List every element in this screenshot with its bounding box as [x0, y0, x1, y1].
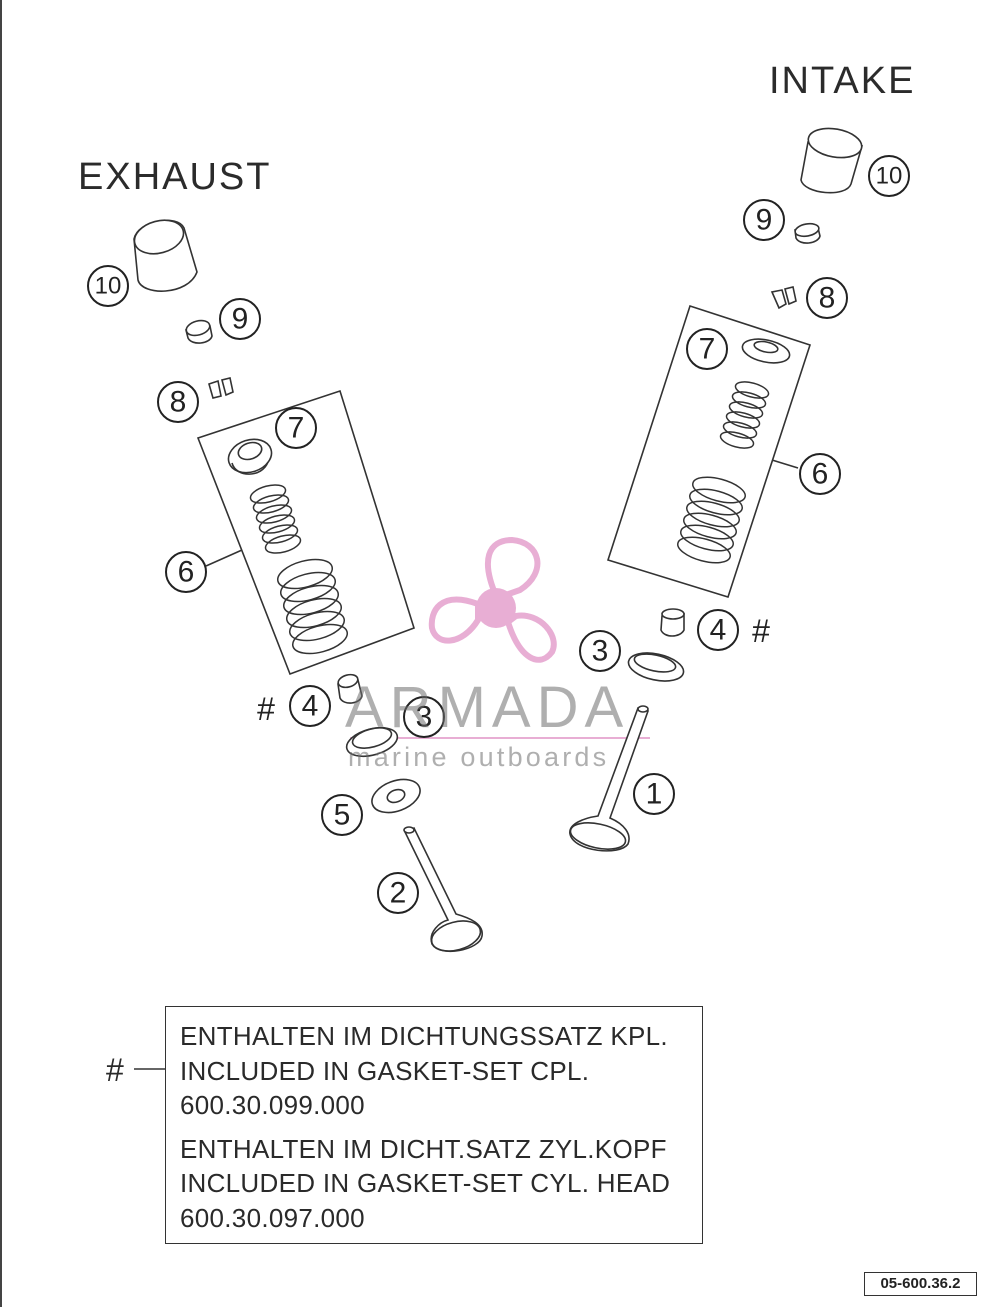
exhaust-valve-stem-seal — [337, 673, 363, 704]
propeller-logo-icon — [350, 536, 650, 739]
intake-valve — [569, 705, 650, 852]
exhaust-outer-valve-spring — [276, 558, 349, 655]
exhaust-callout-10: 10 — [87, 265, 129, 307]
exhaust-hash-mark: # — [257, 691, 275, 727]
svg-text:9: 9 — [756, 204, 773, 237]
exhaust-valve-washer — [371, 778, 421, 814]
exhaust-callout-6: 6 — [165, 549, 243, 593]
intake-callout-4: 4 — [697, 609, 739, 651]
svg-text:9: 9 — [232, 303, 249, 336]
intake-callout-6: 6 — [771, 453, 841, 495]
intake-valve-shim — [794, 222, 821, 244]
note-line-5: INCLUDED IN GASKET-SET CYL. HEAD — [180, 1168, 671, 1198]
watermark-tagline: marine outboards — [348, 742, 610, 772]
intake-callout-8: 8 — [806, 277, 848, 319]
intake-callout-3: 3 — [579, 630, 621, 672]
note-line-2: INCLUDED IN GASKET-SET CPL. — [180, 1055, 590, 1086]
exhaust-spring-seat — [345, 726, 399, 758]
exhaust-callout-7: 7 — [275, 407, 317, 449]
svg-text:10: 10 — [876, 163, 903, 190]
intake-hash-mark: # — [752, 613, 770, 649]
intake-outer-valve-spring — [677, 476, 746, 564]
intake-callout-9: 9 — [743, 199, 785, 241]
exhaust-callout-5: 5 — [321, 794, 363, 836]
intake-callout-10: 10 — [868, 155, 910, 197]
intake-spring-group-frame — [606, 304, 812, 598]
intake-valve-bucket — [800, 127, 864, 194]
svg-text:6: 6 — [812, 458, 829, 491]
exhaust-valve-bucket — [133, 219, 198, 292]
svg-text:10: 10 — [95, 273, 122, 300]
page-left-edge-line — [0, 0, 2, 1307]
exhaust-spring-group-frame — [196, 389, 415, 676]
svg-text:5: 5 — [334, 799, 351, 832]
exhaust-inner-valve-spring — [249, 484, 302, 554]
note-line-1: ENTHALTEN IM DICHTUNGSSATZ KPL. — [180, 1021, 668, 1051]
exhaust-valve-collets — [208, 377, 234, 399]
exhaust-valve — [403, 826, 483, 953]
note-line-4: ENTHALTEN IM DICHT.SATZ ZYL.KOPF — [180, 1133, 667, 1164]
svg-text:6: 6 — [178, 556, 195, 589]
note-key-hash: # — [106, 1052, 124, 1088]
exhaust-callout-2: 2 — [377, 872, 419, 914]
exhaust-callout-9: 9 — [219, 298, 261, 340]
note-line-3: 600.30.099.000 — [180, 1090, 365, 1120]
svg-text:1: 1 — [646, 778, 663, 811]
exhaust-callout-3: 3 — [403, 696, 445, 738]
svg-text:2: 2 — [390, 877, 407, 910]
exhaust-callout-8: 8 — [157, 381, 199, 423]
svg-text:4: 4 — [302, 690, 319, 723]
intake-title: INTAKE — [769, 60, 916, 102]
exhaust-valve-shim — [185, 319, 213, 344]
intake-spring-seat — [627, 652, 685, 682]
watermark-brand-name: ARMADA — [345, 675, 630, 740]
intake-valve-stem-seal — [660, 608, 685, 637]
diagram-reference-number: 05-600.36.2 — [864, 1272, 977, 1296]
svg-text:7: 7 — [699, 333, 716, 366]
intake-callout-1: 1 — [633, 773, 675, 815]
intake-valve-collets — [770, 286, 797, 310]
svg-text:3: 3 — [416, 701, 433, 734]
svg-text:3: 3 — [592, 635, 609, 668]
svg-text:4: 4 — [710, 614, 727, 647]
svg-text:8: 8 — [170, 386, 187, 419]
intake-callout-7: 7 — [686, 328, 728, 370]
note-line-6: 600.30.097.000 — [180, 1202, 365, 1233]
exhaust-spring-retainer — [227, 438, 273, 475]
intake-inner-valve-spring — [719, 381, 770, 449]
svg-text:7: 7 — [288, 412, 305, 445]
gasket-set-note: ENTHALTEN IM DICHTUNGSSATZ KPL. INCLUDED… — [165, 1006, 703, 1244]
exhaust-title: EXHAUST — [78, 156, 272, 198]
intake-spring-retainer — [741, 338, 791, 364]
svg-text:8: 8 — [819, 282, 836, 315]
exhaust-callout-4: 4 — [289, 685, 331, 727]
